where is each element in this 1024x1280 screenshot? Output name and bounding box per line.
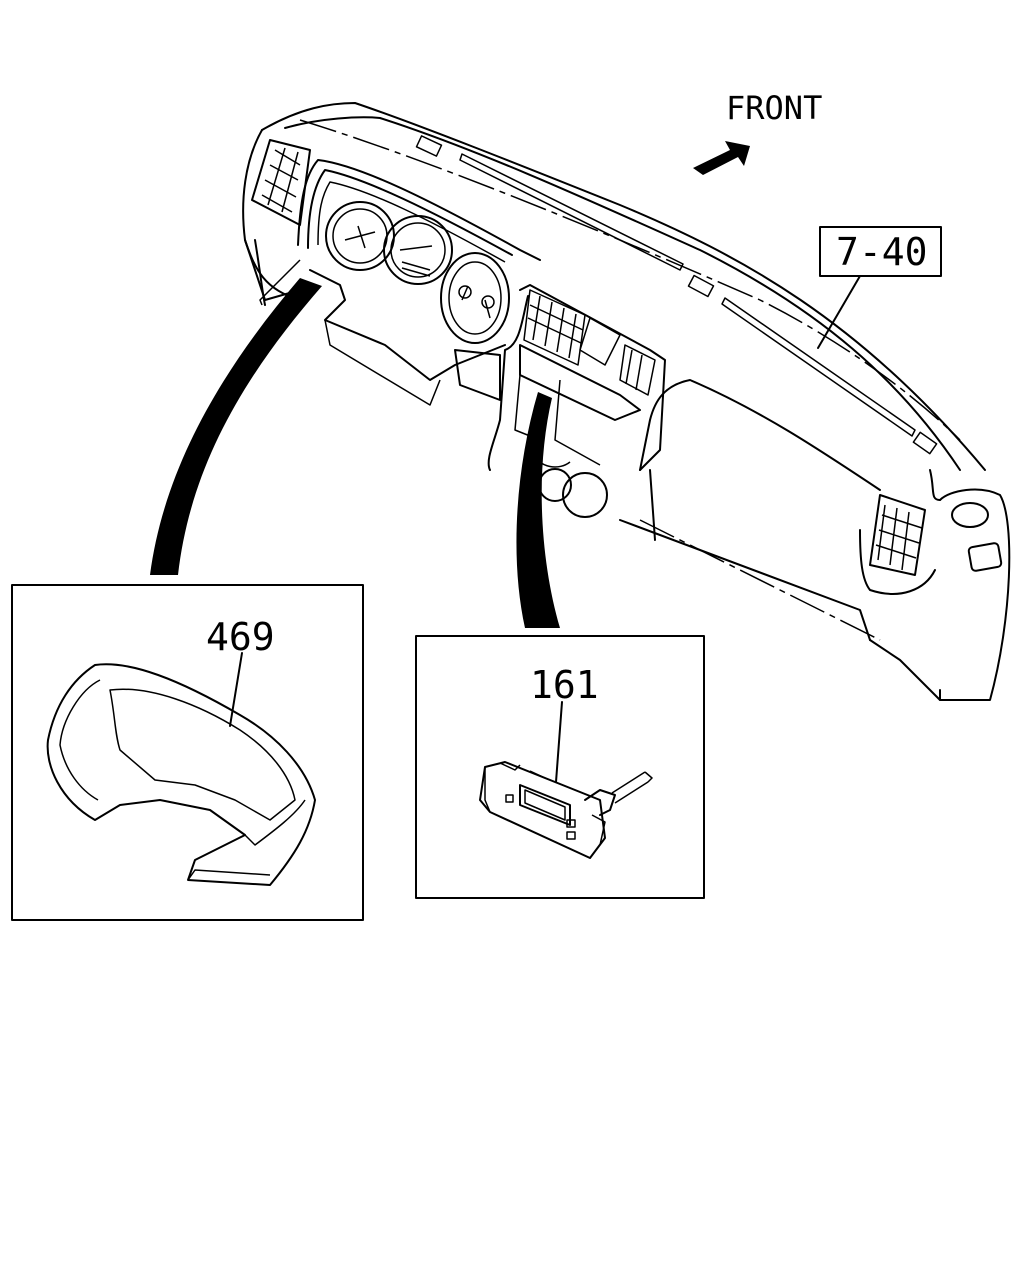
ref-leader-line bbox=[817, 275, 861, 349]
cluster-callout-wedge bbox=[150, 278, 322, 575]
switch-callout-wedge bbox=[516, 392, 560, 628]
cluster-bezel-panel: 469 bbox=[11, 584, 364, 921]
ref-part-label: 7-40 bbox=[836, 230, 928, 274]
switch-part-label: 161 bbox=[530, 663, 599, 707]
cluster-bezel-part-label: 469 bbox=[206, 615, 275, 659]
switch-panel: 161 bbox=[415, 635, 705, 899]
dashboard-drawing bbox=[242, 102, 1011, 701]
arrow-up-right-icon bbox=[693, 141, 750, 175]
ref-part-box bbox=[819, 226, 942, 277]
front-label: FRONT bbox=[726, 89, 822, 127]
